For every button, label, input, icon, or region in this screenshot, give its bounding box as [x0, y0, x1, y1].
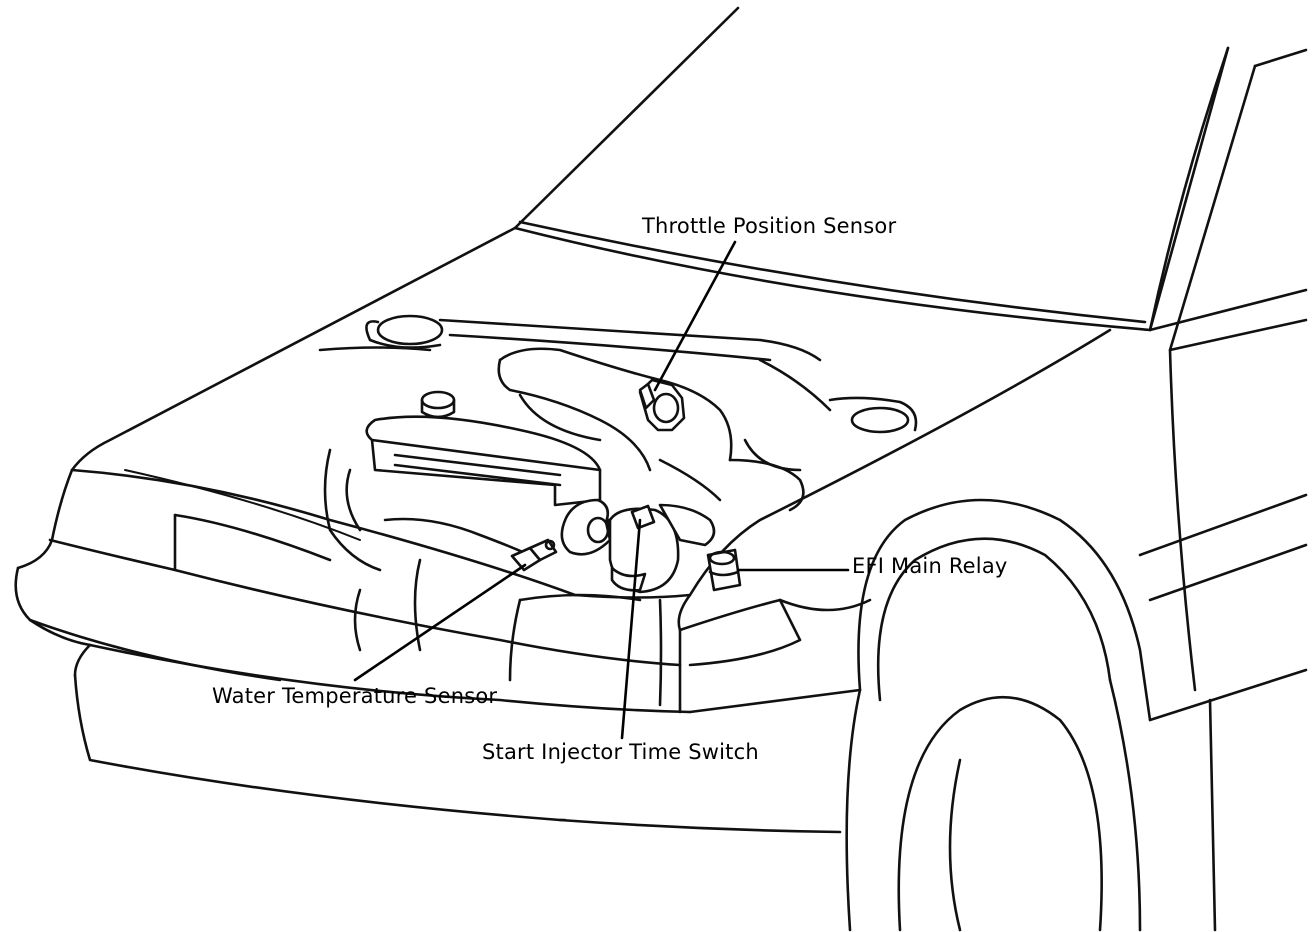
leader-lines [353, 240, 850, 740]
throttle-position-sensor-part [638, 378, 686, 432]
water-temperature-sensor-part [510, 538, 558, 572]
label-throttle-position-sensor: Throttle Position Sensor [642, 214, 897, 238]
label-efi-main-relay: EFI Main Relay [852, 554, 1008, 578]
label-water-temperature-sensor: Water Temperature Sensor [212, 684, 498, 708]
start-injector-time-switch-part [608, 503, 716, 594]
efi-main-relay-part [706, 548, 742, 592]
leader-throttle-position-sensor [653, 240, 737, 392]
leader-water-temperature-sensor [353, 563, 527, 682]
engine-bay [318, 314, 918, 707]
car-body [14, 6, 1308, 932]
leader-start-injector-time-switch [620, 518, 642, 740]
label-start-injector-time-switch: Start Injector Time Switch [482, 740, 759, 764]
